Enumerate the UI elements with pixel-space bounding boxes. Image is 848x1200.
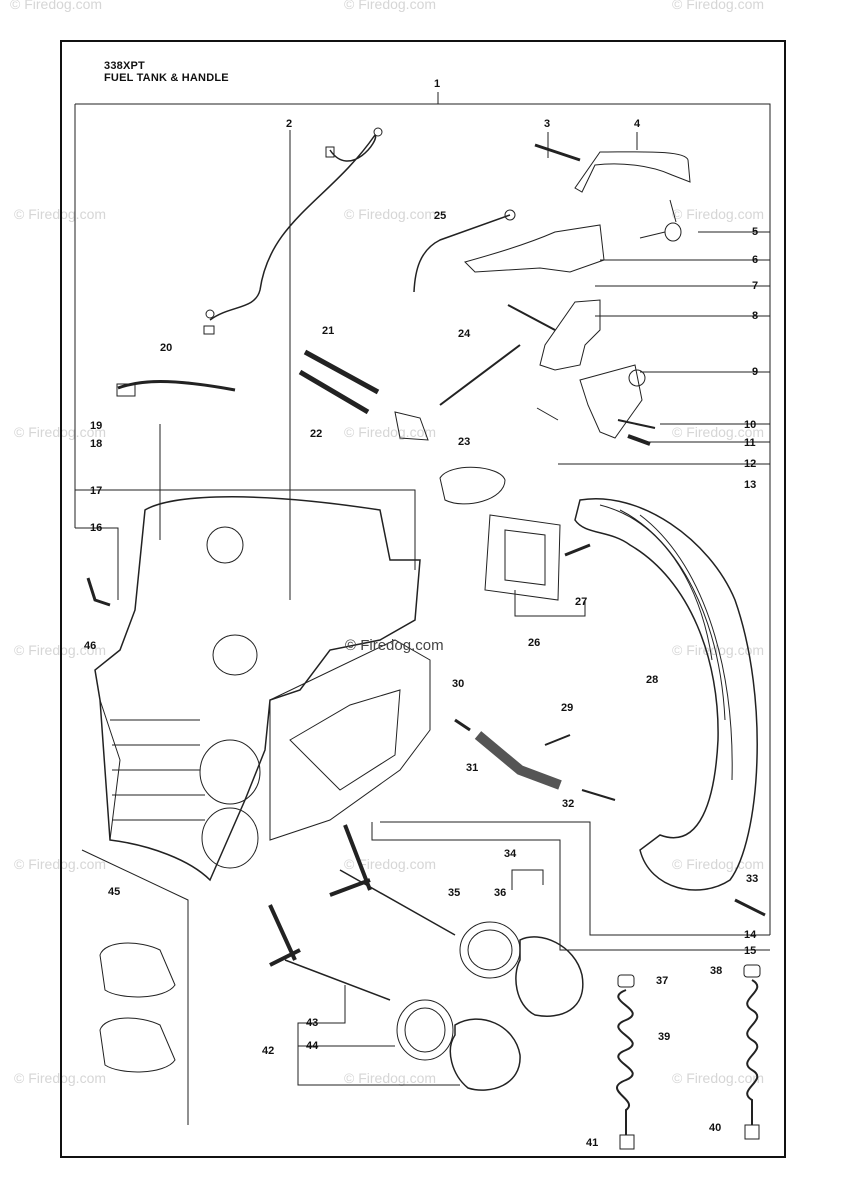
part-number-label: 46 bbox=[84, 640, 97, 652]
part-number-label: 29 bbox=[561, 702, 574, 714]
watermark: © Firedog.com bbox=[344, 0, 437, 12]
center-watermark: © Firedog.com bbox=[345, 637, 444, 654]
part-number-label: 43 bbox=[306, 1017, 319, 1029]
part-number-label: 15 bbox=[744, 945, 757, 957]
diagram-title: FUEL TANK & HANDLE bbox=[104, 72, 229, 84]
part-number-label: 1 bbox=[434, 78, 441, 90]
watermark: © Firedog.com bbox=[672, 0, 765, 12]
part-number-label: 39 bbox=[658, 1031, 671, 1043]
part-number-label: 26 bbox=[528, 637, 541, 649]
watermark: © Firedog.com bbox=[672, 1070, 765, 1086]
watermark: © Firedog.com bbox=[10, 0, 103, 12]
part-number-label: 20 bbox=[160, 342, 173, 354]
part-number-label: 22 bbox=[310, 428, 323, 440]
part-number-label: 7 bbox=[752, 280, 759, 292]
model-number: 338XPT bbox=[104, 60, 145, 72]
part-number-label: 45 bbox=[108, 886, 121, 898]
part-number-label: 44 bbox=[306, 1040, 319, 1052]
part-number-label: 21 bbox=[322, 325, 335, 337]
part-number-label: 10 bbox=[744, 419, 757, 431]
part-number-label: 36 bbox=[494, 887, 507, 899]
part-number-label: 2 bbox=[286, 118, 293, 130]
part-number-label: 14 bbox=[744, 929, 757, 941]
part-number-label: 5 bbox=[752, 226, 759, 238]
part-number-label: 24 bbox=[458, 328, 471, 340]
part-number-label: 13 bbox=[744, 479, 757, 491]
part-number-label: 41 bbox=[586, 1137, 599, 1149]
watermark: © Firedog.com bbox=[344, 856, 437, 872]
part-number-label: 8 bbox=[752, 310, 759, 322]
part-number-label: 6 bbox=[752, 254, 759, 266]
part-number-label: 33 bbox=[746, 873, 759, 885]
watermark: © Firedog.com bbox=[672, 642, 765, 658]
part-number-label: 35 bbox=[448, 887, 461, 899]
part-number-label: 28 bbox=[646, 674, 659, 686]
diagram-frame bbox=[60, 40, 786, 1158]
part-number-label: 17 bbox=[90, 485, 103, 497]
part-number-label: 34 bbox=[504, 848, 517, 860]
watermark: © Firedog.com bbox=[672, 206, 765, 222]
part-number-label: 12 bbox=[744, 458, 757, 470]
part-number-label: 31 bbox=[466, 762, 479, 774]
part-number-label: 9 bbox=[752, 366, 759, 378]
part-number-label: 42 bbox=[262, 1045, 275, 1057]
watermark: © Firedog.com bbox=[344, 206, 437, 222]
part-number-label: 32 bbox=[562, 798, 575, 810]
part-number-label: 11 bbox=[744, 437, 756, 449]
part-number-label: 25 bbox=[434, 210, 447, 222]
part-number-label: 37 bbox=[656, 975, 669, 987]
watermark: © Firedog.com bbox=[344, 424, 437, 440]
part-number-label: 38 bbox=[710, 965, 723, 977]
part-number-label: 27 bbox=[575, 596, 588, 608]
part-number-label: 16 bbox=[90, 522, 103, 534]
part-number-label: 23 bbox=[458, 436, 471, 448]
watermark: © Firedog.com bbox=[672, 424, 765, 440]
watermark: © Firedog.com bbox=[344, 1070, 437, 1086]
part-number-label: 4 bbox=[634, 118, 641, 130]
part-number-label: 30 bbox=[452, 678, 465, 690]
part-number-label: 18 bbox=[90, 438, 103, 450]
part-number-label: 3 bbox=[544, 118, 551, 130]
part-number-label: 40 bbox=[709, 1122, 722, 1134]
part-number-label: 19 bbox=[90, 420, 103, 432]
